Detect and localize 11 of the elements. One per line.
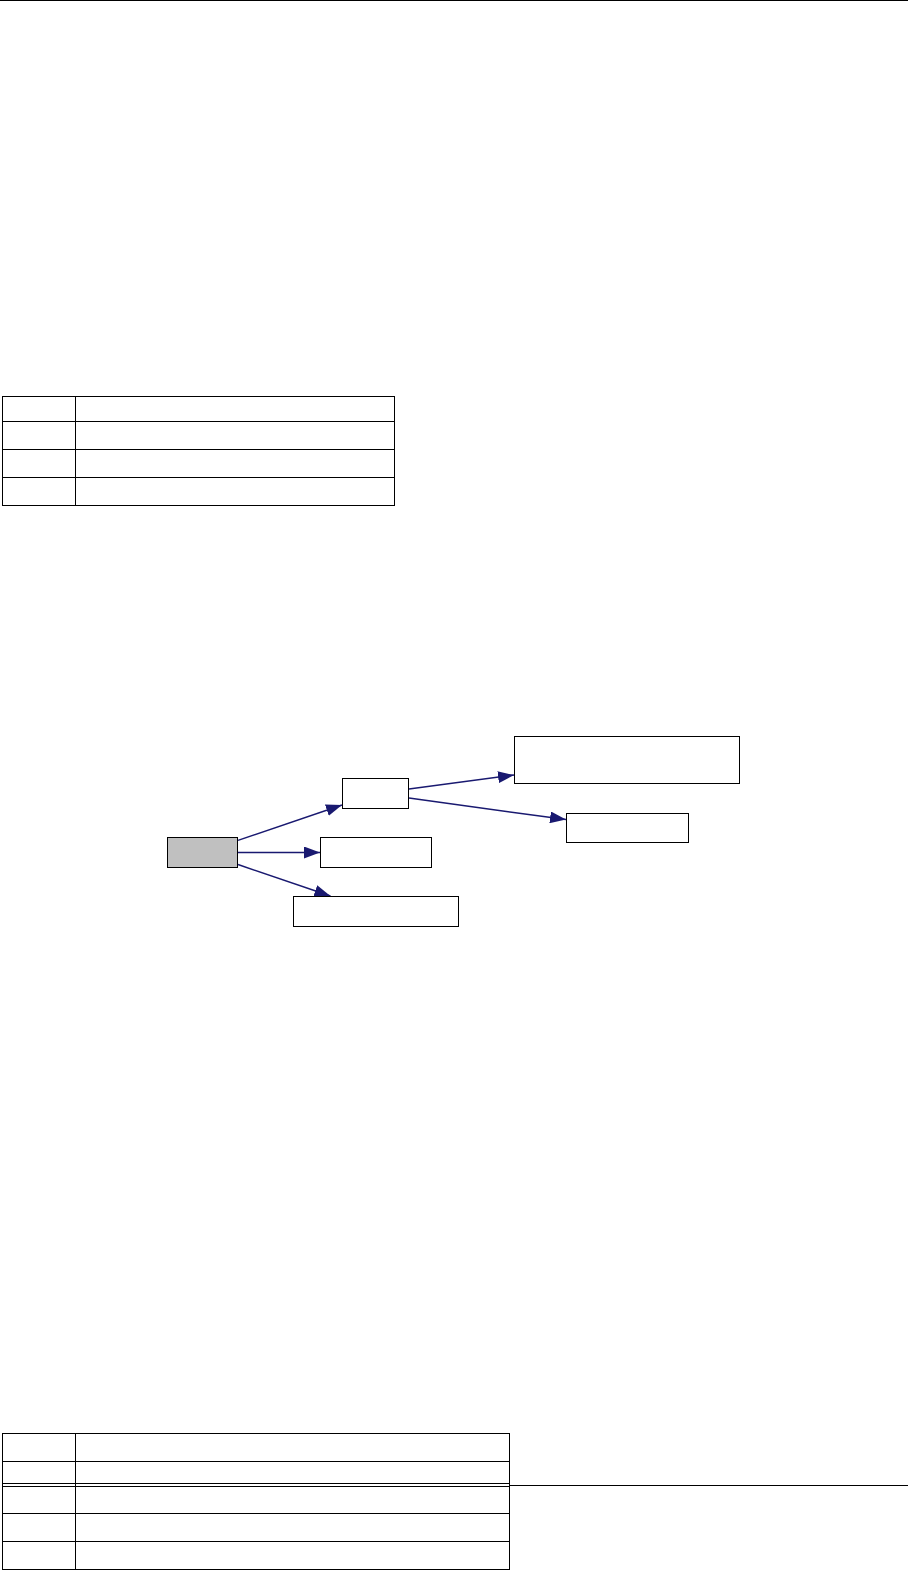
empty-box — [293, 896, 459, 927]
arrow — [408, 797, 567, 824]
empty-box — [514, 736, 740, 784]
empty-box — [566, 813, 689, 843]
arrow — [237, 863, 332, 898]
empty-box — [342, 778, 409, 809]
arrow — [237, 846, 321, 859]
arrow — [237, 803, 343, 842]
empty-box — [320, 837, 432, 868]
shaded-box — [167, 837, 238, 868]
arrow — [408, 770, 515, 790]
